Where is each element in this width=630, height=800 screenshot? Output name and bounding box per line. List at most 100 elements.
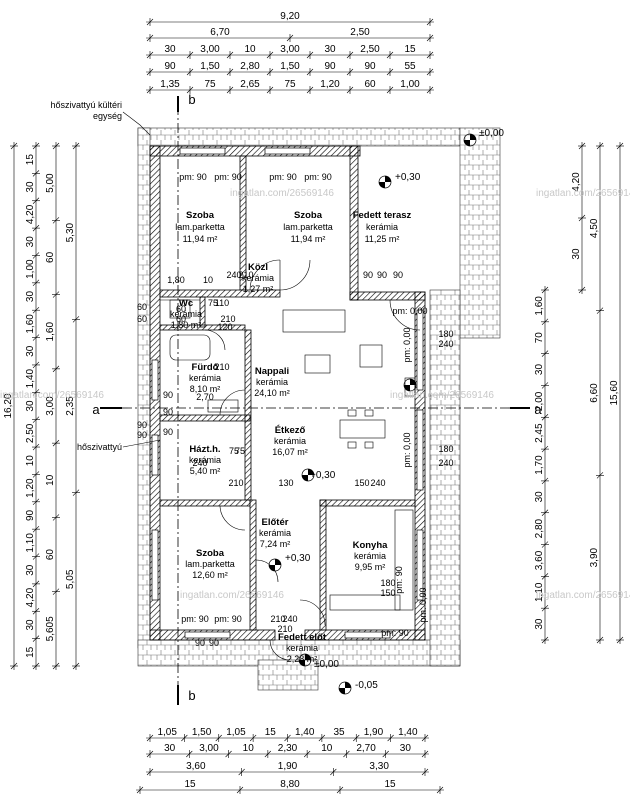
opening-dim-4: 75 [208,298,218,308]
opening-dim-11: 90 [393,270,403,280]
label-heatpump-outdoor-2: egység [93,111,122,121]
dim-right-c2: 30 [534,491,545,503]
svg-text:pm: 90: pm: 90 [214,614,242,624]
dim-left-c1: 30 [25,400,36,412]
dim-right-c2: 2,00 [534,391,545,411]
opening-dim-20: 240 [226,270,241,280]
dim-left-c1: 30 [25,619,36,631]
svg-text:24,10 m²: 24,10 m² [254,388,290,398]
dim-left-c1: 30 [25,181,36,193]
opening-dim-7: 60 [176,304,186,314]
dim-bottom-r2: 30 [164,743,176,754]
dim-left-c2: 1,60 [45,322,56,342]
dim-right-c2: 2,80 [534,518,545,538]
interior-walls [159,155,416,631]
svg-text:Nappali: Nappali [255,366,289,377]
svg-text:Szoba: Szoba [294,210,323,221]
opening-dim-32: 210 [277,624,292,634]
opening-dim-3: 210 [220,314,235,324]
section-b-top: b [188,92,195,107]
dim-top-r3: 10 [244,44,256,55]
svg-text:lam.parketta: lam.parketta [283,222,333,232]
section-lines [122,105,510,700]
dim-left-c2: 60 [45,549,56,561]
dim-top-r3: 3,00 [200,44,220,55]
opening-dim-28: 90 [195,638,205,648]
svg-text:kerámia: kerámia [256,377,288,387]
svg-text:pm: 90: pm: 90 [304,172,332,182]
dim-left-c1: 30 [25,345,36,357]
svg-text:kerámia: kerámia [259,528,291,538]
svg-text:1,80 m²: 1,80 m² [171,320,202,330]
dim-top-r3: 2,50 [360,44,380,55]
opening-dim-35: 210 [238,270,253,280]
svg-text:lam.parketta: lam.parketta [175,222,225,232]
svg-text:ingatlan.com/26569146: ingatlan.com/26569146 [230,188,334,199]
dim-bottom-r1: 35 [334,727,346,738]
opening-dim-9: 90 [363,270,373,280]
dim-left-c1: 2,50 [25,423,36,443]
opening-dim-22: 210 [214,362,229,372]
dim-bottom-r3: 1,90 [278,761,298,772]
dim-left-c1: 15 [25,646,36,658]
svg-text:ingatlan.com/26569146: ingatlan.com/26569146 [180,590,284,601]
section-markers [100,96,530,705]
svg-text:11,94 m²: 11,94 m² [183,234,218,244]
svg-text:kerámia: kerámia [366,222,398,232]
dim-left-c1: 30 [25,564,36,576]
level-hall: +0,30 [285,553,311,564]
svg-text:5,40 m²: 5,40 m² [190,466,221,476]
dim-left-c1: 1,40 [25,368,36,388]
dim-right-c1: 30 [571,248,582,260]
dim-top-r3: 3,00 [280,44,300,55]
opening-dim-10: 90 [377,270,387,280]
svg-text:kerámia: kerámia [274,436,306,446]
level-zero-top: ±0,00 [479,128,504,139]
opening-dim-5: 110 [215,298,229,308]
svg-text:pm: 0,00: pm: 0,00 [418,587,428,622]
dim-bottom-r3: 3,60 [186,761,206,772]
dim-bottom-r2: 10 [243,743,255,754]
svg-text:lam.parketta: lam.parketta [185,559,235,569]
dim-bottom-r1: 1,05 [226,727,246,738]
opening-dim-33: 75 [235,446,245,456]
svg-text:12,60 m²: 12,60 m² [192,570,228,580]
dim-bottom-r2: 2,30 [278,743,298,754]
svg-text:8,10 m²: 8,10 m² [190,384,221,394]
dim-bottom-r2: 3,00 [199,743,219,754]
dim-left-c1: 1,10 [25,533,36,553]
opening-dim-30: 240 [282,614,297,624]
opening-dim-2: 2,70 [196,392,214,402]
dim-left-total: 16,20 [3,393,14,418]
opening-dim-36: 60 [137,302,147,312]
dim-top-r4: 2,80 [240,61,260,72]
dim-bottom-r2: 30 [400,743,412,754]
svg-text:9,95 m²: 9,95 m² [355,562,386,572]
leaders [122,111,161,448]
opening-dim-38: 90 [137,420,147,430]
svg-text:1,27 m²: 1,27 m² [243,284,274,294]
opening-dim-19: 210 [228,478,243,488]
svg-text:kerámia: kerámia [189,373,221,383]
svg-text:ingatlan.com/26569146: ingatlan.com/26569146 [536,590,630,601]
svg-text:7,24 m²: 7,24 m² [260,539,291,549]
opening-dim-23: 90 [163,390,173,400]
svg-text:pm: 90: pm: 90 [179,172,207,182]
dim-left-c1: 1,20 [25,478,36,498]
dim-top-r4: 90 [164,61,176,72]
opening-dim-14: 180 [438,444,453,454]
dim-bottom-r4: 15 [184,779,196,790]
svg-text:Szoba: Szoba [196,548,225,559]
level-neg: -0,05 [355,680,378,691]
dim-bottom-r1: 1,90 [364,727,384,738]
svg-text:Előtér: Előtér [262,517,289,528]
level-dining: +0,30 [310,470,336,481]
svg-text:Szoba: Szoba [186,210,215,221]
stone-cladding [137,127,501,691]
